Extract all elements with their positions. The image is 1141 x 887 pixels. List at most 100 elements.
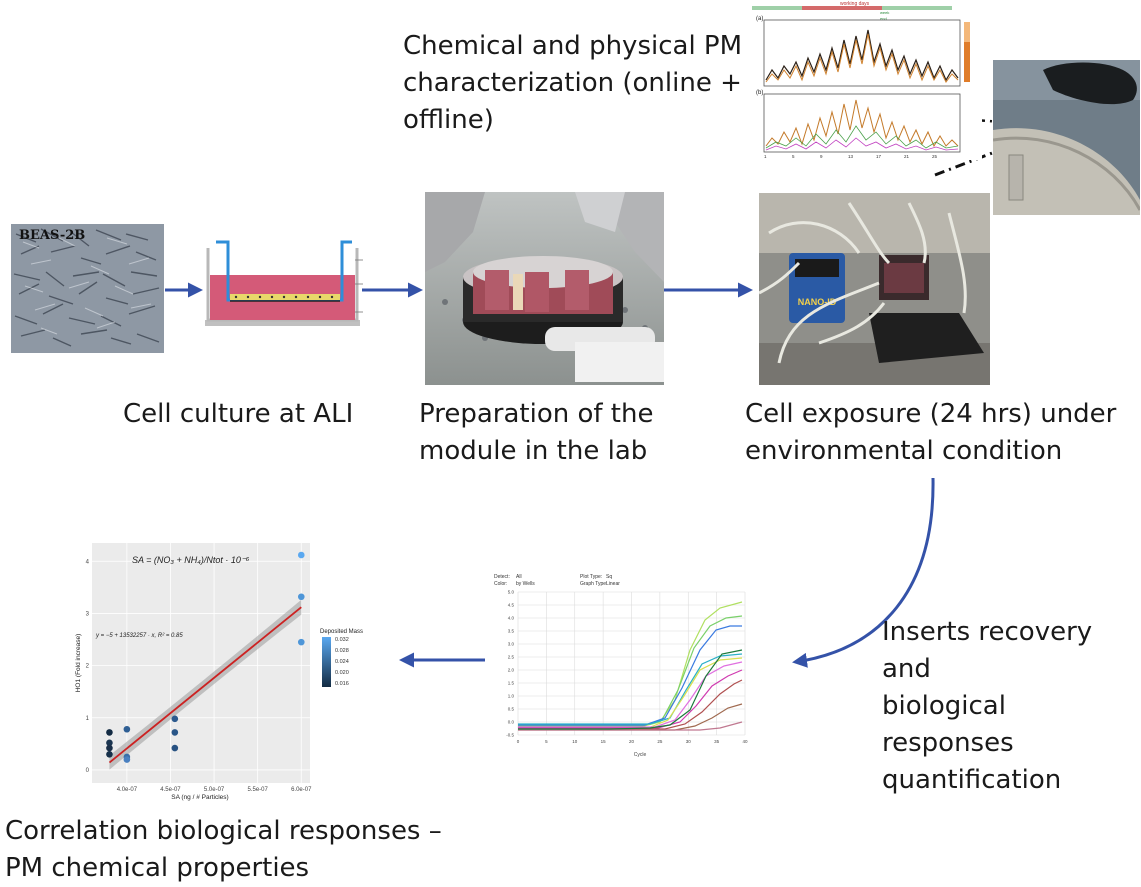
pcr-xtick: 20 [629, 739, 635, 744]
pcr-curves [518, 601, 743, 731]
legend-value: 0.028 [335, 648, 349, 654]
pcr-ytick: 2.0 [508, 668, 515, 673]
label-cell-culture: Cell culture at ALI [123, 399, 354, 429]
legend-value: 0.024 [335, 659, 349, 665]
scatter-regression-plot: SA = (NO₃ + NH₄)/Ntot · 10⁻⁶ y = −5 + 13… [70, 535, 380, 805]
label-line: quantification [882, 765, 1062, 795]
pcr-ytick: 3.5 [508, 629, 515, 634]
ts-panel-a-series-dark [765, 29, 959, 82]
pcr-ytick: 1.0 [508, 694, 515, 699]
regression-equation: y = −5 + 13532257 · x, R² = 0.85 [95, 633, 183, 639]
pcr-xtick: 40 [742, 739, 748, 744]
label-correlation: Correlation biological responses – PM ch… [5, 813, 442, 887]
regression-line [108, 606, 302, 764]
pcr-header-4: Color: [494, 581, 507, 587]
qpcr-amplification-chart: Detect: All Plot Type: Sq Color: by Well… [490, 570, 785, 760]
pcr-curve [518, 669, 743, 729]
scatter-ytick: 3 [86, 611, 90, 617]
scatter-point [106, 751, 113, 758]
scatter-point [297, 638, 305, 646]
legend-value: 0.016 [335, 681, 349, 687]
beas2b-micrograph: BEAS-2B [11, 224, 164, 353]
outdoor-sampling-photo [993, 60, 1140, 215]
scatter-point [123, 756, 131, 763]
scatter-ytick: 4 [86, 559, 90, 565]
scatter-points [106, 551, 305, 763]
ts-panel-a-series-orange [765, 33, 959, 83]
pcr-xtick: 30 [686, 739, 692, 744]
scatter-point [171, 744, 179, 752]
scatter-xtick: 5.5e-07 [248, 787, 269, 793]
label-inserts-recovery: Inserts recovery and biological response… [882, 614, 1141, 799]
module-preparation-photo [425, 192, 664, 385]
pcr-xlabel: Cycle [634, 752, 647, 758]
ts-panel-b-series-green [765, 125, 959, 149]
ts-xtick-9: 9 [820, 154, 823, 159]
scatter-ytick: 2 [86, 664, 90, 670]
ts-panel-b-series-magenta [765, 137, 959, 151]
pcr-ytick: 4.5 [508, 603, 515, 608]
pcr-header-0: Detect: [494, 574, 510, 580]
label-line: Inserts recovery and [882, 617, 1093, 684]
pcr-header-1: All [516, 574, 522, 580]
scatter-point [106, 744, 113, 752]
pcr-header-2: Plot Type: [580, 574, 602, 580]
pcr-ytick: 2.5 [508, 655, 515, 660]
ts-panel-b-series-orange [765, 99, 959, 148]
scatter-ytick: 0 [86, 768, 90, 774]
ts-end-text: end [880, 16, 887, 21]
pcr-xtick: 35 [714, 739, 720, 744]
pcr-ytick: 0.0 [508, 720, 515, 725]
scatter-point [106, 739, 113, 747]
scatter-point [171, 715, 179, 723]
instrument-label: NANO-ID [798, 297, 837, 307]
ali-transwell-diagram [205, 240, 363, 326]
pcr-xtick: 15 [601, 739, 607, 744]
label-line: environmental condition [745, 436, 1063, 466]
pcr-header-6: Graph Type: [580, 581, 607, 587]
label-line: characterization (online + [403, 68, 742, 98]
exposure-setup-photo: NANO-ID [759, 193, 990, 385]
scatter-point [171, 729, 179, 736]
pcr-ytick: 5.0 [508, 590, 515, 595]
ts-header-text: working days [840, 1, 870, 7]
ts-xtick-5: 5 [792, 154, 795, 159]
sa-formula: SA = (NO₃ + NH₄)/Ntot · 10⁻⁶ [132, 555, 250, 565]
legend-value: 0.020 [335, 670, 349, 676]
scatter-xlabel: SA (ng / # Particles) [171, 794, 228, 801]
label-line: module in the lab [419, 436, 648, 466]
label-exposure: Cell exposure (24 hrs) under environment… [745, 396, 1116, 470]
ts-xtick-17: 17 [876, 154, 882, 159]
pcr-curve [518, 649, 743, 730]
scatter-point [106, 729, 113, 736]
pcr-header-5: by Wells [516, 581, 535, 587]
beas2b-label: BEAS-2B [19, 228, 86, 243]
scatter-point [297, 593, 305, 601]
label-line: Chemical and physical PM [403, 31, 743, 61]
scatter-ylabel: HO1 (Fold increase) [75, 634, 82, 693]
legend-value: 0.032 [335, 637, 349, 643]
label-line: Cell exposure (24 hrs) under [745, 399, 1117, 429]
ts-xtick-21: 21 [904, 154, 910, 159]
pcr-header-7: Linear [606, 581, 620, 587]
pcr-gridlines [517, 591, 746, 736]
pcr-xtick: 5 [545, 739, 548, 744]
label-line: biological responses [882, 691, 1014, 758]
pcr-curve [518, 721, 743, 731]
pcr-curve [518, 679, 743, 730]
legend-colorbar [322, 637, 331, 687]
pm-timeseries-chart: working days week end (a) (b) 1 5 9 13 1… [752, 0, 982, 160]
scatter-xtick: 4.5e-07 [160, 787, 181, 793]
scatter-point [123, 725, 131, 733]
scatter-xtick: 4.0e-07 [117, 787, 138, 793]
label-line: Preparation of the [419, 399, 654, 429]
pcr-xtick: 10 [572, 739, 578, 744]
label-line: Correlation biological responses – [5, 816, 442, 846]
scatter-xtick: 6.0e-07 [291, 787, 312, 793]
label-preparation: Preparation of the module in the lab [419, 396, 653, 470]
pcr-xtick: 25 [657, 739, 663, 744]
ts-xtick-13: 13 [848, 154, 854, 159]
scatter-ytick: 1 [86, 716, 90, 722]
scatter-xtick: 5.0e-07 [204, 787, 225, 793]
